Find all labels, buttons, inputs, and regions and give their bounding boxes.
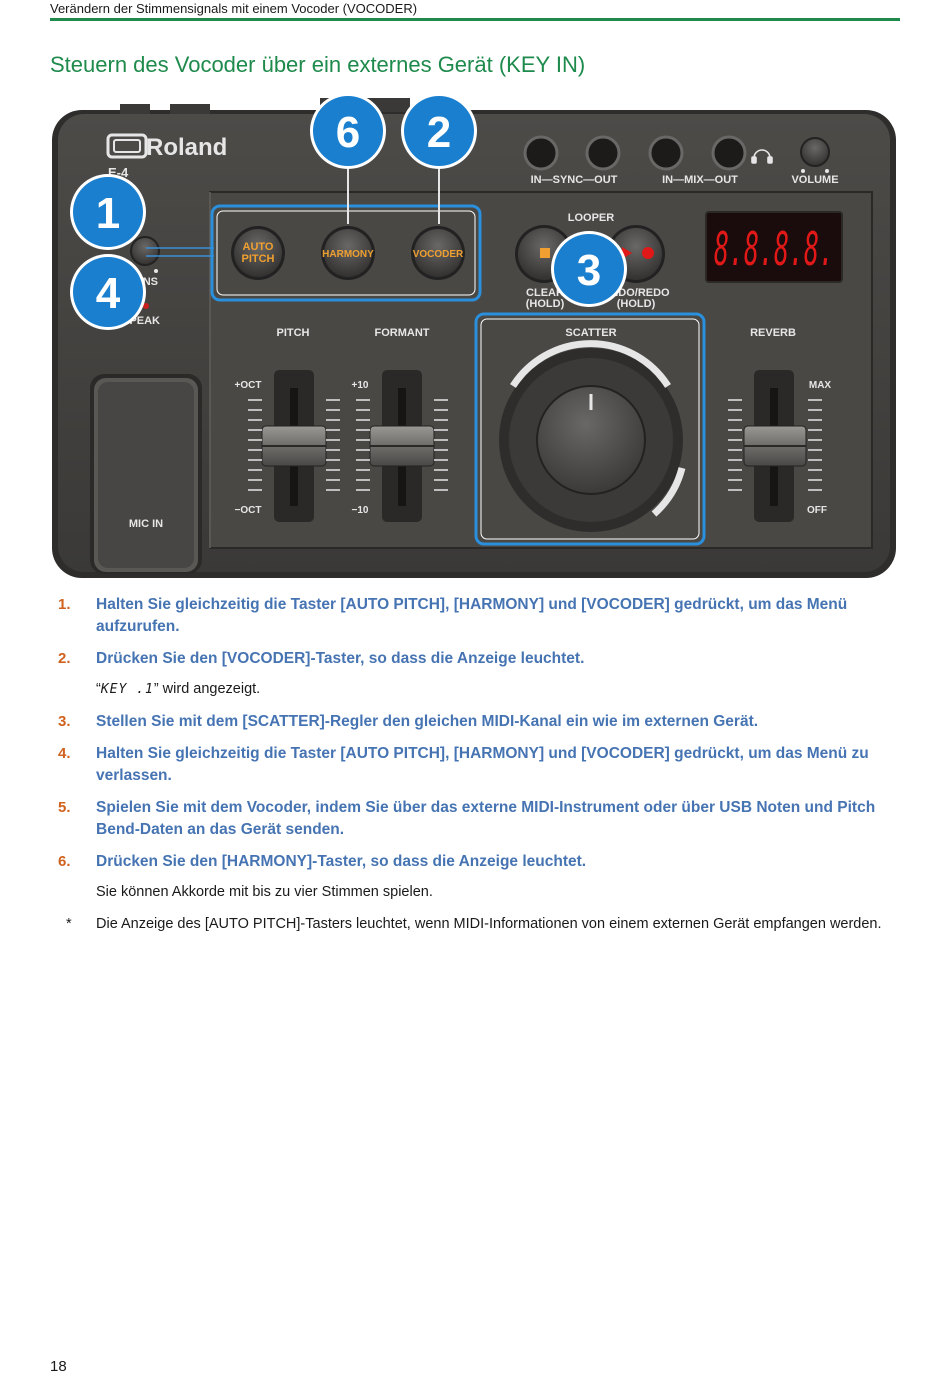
reverb-slider[interactable]: MAX OFF [743, 370, 832, 522]
peak-label: PEAK [129, 315, 160, 327]
svg-text:4: 4 [96, 269, 121, 318]
stop-icon [540, 248, 550, 258]
step-text: Halten Sie gleichzeitig die Taster [AUTO… [96, 745, 869, 784]
jack-row: IN—SYNC—OUT IN—MIX—OUT VOLUME [523, 135, 839, 186]
step-text: Stellen Sie mit dem [SCATTER]-Regler den… [96, 713, 759, 730]
sens-knob[interactable] [130, 236, 160, 266]
quote-open: “ [96, 681, 101, 697]
step-text: Drücken Sie den [HARMONY]-Taster, so das… [96, 853, 587, 870]
svg-text:3: 3 [577, 246, 601, 295]
step-number: 5. [58, 799, 71, 816]
step-6: 6. Drücken Sie den [HARMONY]-Taster, so … [58, 851, 900, 873]
header-rule [50, 18, 900, 21]
sync-label: IN—SYNC—OUT [531, 174, 618, 186]
volume-label: VOLUME [791, 174, 838, 186]
step-1: 1. Halten Sie gleichzeitig die Taster [A… [58, 594, 900, 638]
auto-pitch-label-1: AUTO [243, 241, 274, 253]
auto-pitch-button[interactable]: AUTO PITCH [231, 226, 285, 280]
slider-ticks [248, 399, 822, 491]
headphone-icon [751, 149, 773, 164]
looper-label: LOOPER [568, 212, 615, 224]
callout-badge-6: 6 [310, 96, 386, 169]
step-number: 3. [58, 713, 71, 730]
footnote-text: Die Anzeige des [AUTO PITCH]-Tasters leu… [96, 916, 882, 932]
formant-slider[interactable]: +10 −10 [352, 370, 435, 522]
callout-badge-2: 2 [401, 96, 477, 169]
auto-pitch-label-2: PITCH [242, 253, 275, 265]
mix-label: IN—MIX—OUT [662, 174, 738, 186]
pitch-top-label: +OCT [235, 380, 262, 391]
formant-top-label: +10 [352, 380, 369, 391]
svg-text:1: 1 [96, 189, 120, 238]
harmony-button[interactable]: HARMONY [321, 226, 375, 280]
step-list: 1. Halten Sie gleichzeitig die Taster [A… [58, 594, 900, 935]
callout-badge-1: 1 [70, 174, 146, 250]
note-rest: ” wird angezeigt. [153, 681, 261, 697]
step-4: 4. Halten Sie gleichzeitig die Taster [A… [58, 743, 900, 787]
svg-text:2: 2 [427, 108, 451, 157]
vocoder-button[interactable]: VOCODER [411, 226, 465, 280]
footnote: * Die Anzeige des [AUTO PITCH]-Tasters l… [58, 913, 900, 935]
formant-bottom-label: −10 [352, 505, 369, 516]
clear-label-1: CLEAR [526, 287, 564, 299]
record-icon [642, 247, 654, 259]
pitch-label: PITCH [277, 327, 310, 339]
mic-in-label: MIC IN [129, 518, 163, 530]
step-text: Halten Sie gleichzeitig die Taster [AUTO… [96, 596, 848, 635]
step-6-note: Sie können Akkorde mit bis zu vier Stimm… [96, 884, 433, 900]
harmony-label: HARMONY [322, 249, 374, 260]
brand-text: Roland [146, 134, 227, 161]
roland-logo: Roland E-4 [106, 133, 227, 180]
button-group-highlight [210, 204, 482, 302]
running-header: Verändern der Stimmensignals mit einem V… [50, 1, 418, 16]
reverb-bottom-label: OFF [807, 505, 827, 516]
callout-badge-3: 3 [551, 231, 627, 307]
step-number: 4. [58, 745, 71, 762]
clear-label-2: (HOLD) [526, 298, 565, 310]
pitch-slider[interactable]: +OCT −OCT [235, 370, 327, 522]
step-2-note: “KEY .1” wird angezeigt. [96, 678, 900, 701]
undo-redo-label-2: (HOLD) [617, 298, 656, 310]
peak-led [143, 303, 149, 309]
step-text: Drücken Sie den [VOCODER]-Taster, so das… [96, 650, 585, 667]
page-number: 18 [50, 1358, 67, 1375]
volume-knob[interactable] [800, 137, 830, 167]
scatter-knob[interactable] [499, 340, 686, 532]
display-digits: 8.8.8.8. [714, 222, 834, 276]
scatter-label: SCATTER [565, 327, 616, 339]
formant-label: FORMANT [375, 327, 430, 339]
step-2: 2. Drücken Sie den [VOCODER]-Taster, so … [58, 648, 900, 670]
device-figure: Roland E-4 IN—SYNC—OUT IN—MIX—OUT VOLUME… [50, 96, 900, 580]
pitch-bottom-label: −OCT [235, 505, 262, 516]
led-display [705, 211, 843, 283]
mic-in-jack: MIC IN [90, 374, 202, 574]
step-number: 2. [58, 650, 71, 667]
section-title: Steuern des Vocoder über ein externes Ge… [50, 52, 586, 77]
reverb-label: REVERB [750, 327, 796, 339]
footnote-asterisk: * [66, 916, 72, 932]
step-3: 3. Stellen Sie mit dem [SCATTER]-Regler … [58, 711, 900, 733]
reverb-top-label: MAX [809, 380, 832, 391]
step-number: 6. [58, 853, 71, 870]
scatter-highlight [474, 312, 706, 546]
display-readout: KEY .1 [100, 682, 154, 697]
vocoder-label: VOCODER [413, 249, 464, 260]
step-number: 1. [58, 596, 71, 613]
step-5: 5. Spielen Sie mit dem Vocoder, indem Si… [58, 797, 900, 841]
step-text: Spielen Sie mit dem Vocoder, indem Sie ü… [96, 799, 876, 838]
callout-badge-4: 4 [70, 254, 146, 330]
svg-text:6: 6 [336, 108, 360, 157]
